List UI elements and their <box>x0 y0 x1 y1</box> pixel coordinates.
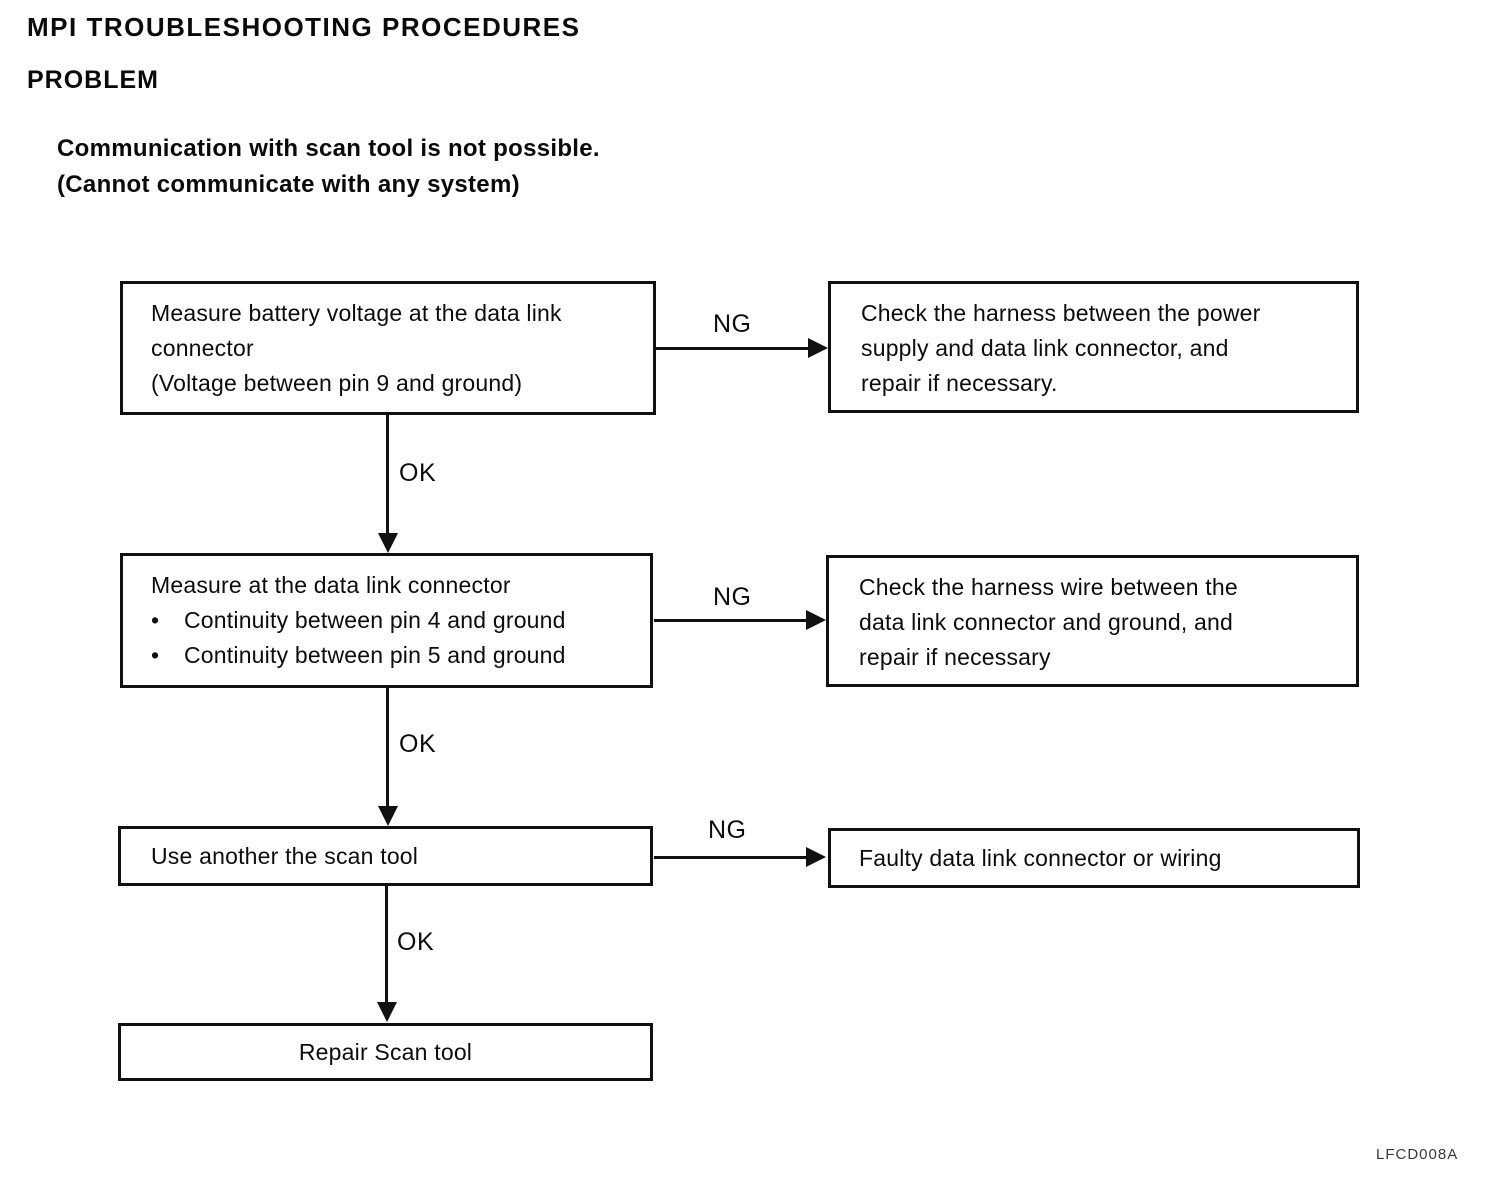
ng-label: NG <box>713 310 752 338</box>
problem-statement-line-2: (Cannot communicate with any system) <box>57 171 520 198</box>
problem-statement-line-1: Communication with scan tool is not poss… <box>57 135 600 162</box>
figure-code: LFCD008A <box>1376 1146 1459 1163</box>
box-text-line: Use another the scan tool <box>151 842 419 869</box>
ng-arrow-line-1 <box>656 347 810 350</box>
page-title: MPI TROUBLESHOOTING PROCEDURES <box>27 12 581 42</box>
box-text-line: Faulty data link connector or wiring <box>859 844 1222 871</box>
box-text-line: connector <box>151 335 254 361</box>
box-measure-continuity: Measure at the data link connector • Con… <box>120 553 653 688</box>
ok-label: OK <box>399 459 437 487</box>
bullet-icon: • <box>151 607 160 633</box>
bullet-item: • Continuity between pin 5 and ground <box>151 638 642 673</box>
box-text-line: (Voltage between pin 9 and ground) <box>151 370 523 396</box>
problem-statement: Communication with scan tool is not poss… <box>57 131 600 203</box>
ng-label: NG <box>713 583 752 611</box>
box-text-line: data link connector and ground, and <box>859 609 1233 635</box>
bullet-item-text: Continuity between pin 5 and ground <box>184 642 566 668</box>
ok-arrow-line-2 <box>386 688 389 808</box>
box-text-line: supply and data link connector, and <box>861 335 1229 361</box>
ok-label: OK <box>399 730 437 758</box>
box-text-line: Measure battery voltage at the data link <box>151 300 562 326</box>
ng-arrow-line-2 <box>654 619 808 622</box>
box-text-line: Check the harness wire between the <box>859 574 1238 600</box>
bullet-item-text: Continuity between pin 4 and ground <box>184 607 566 633</box>
arrowhead-right-icon <box>806 847 826 867</box>
bullet-item: • Continuity between pin 4 and ground <box>151 603 642 638</box>
arrowhead-down-icon <box>378 533 398 553</box>
box-text-line: Check the harness between the power <box>861 300 1261 326</box>
box-text-line: Measure at the data link connector <box>151 572 511 598</box>
box-repair-scan-tool: Repair Scan tool <box>118 1023 653 1081</box>
box-text-line: Repair Scan tool <box>298 1038 473 1065</box>
ok-arrow-line-3 <box>385 886 388 1004</box>
arrowhead-down-icon <box>377 1002 397 1022</box>
bullet-icon: • <box>151 642 160 668</box>
arrowhead-down-icon <box>378 806 398 826</box>
box-use-another-scan-tool: Use another the scan tool <box>118 826 653 886</box>
ok-label: OK <box>397 928 435 956</box>
arrowhead-right-icon <box>806 610 826 630</box>
ng-arrow-line-3 <box>654 856 808 859</box>
box-check-harness-power-supply: Check the harness between the power supp… <box>828 281 1359 413</box>
box-text-line: repair if necessary <box>859 644 1051 670</box>
box-text-line: repair if necessary. <box>861 370 1058 396</box>
box-check-harness-ground: Check the harness wire between the data … <box>826 555 1359 687</box>
ok-arrow-line-1 <box>386 415 389 535</box>
section-heading-problem: PROBLEM <box>27 66 159 94</box>
ng-label: NG <box>708 816 747 844</box>
box-measure-battery-voltage: Measure battery voltage at the data link… <box>120 281 656 415</box>
box-faulty-data-link-connector: Faulty data link connector or wiring <box>828 828 1360 888</box>
arrowhead-right-icon <box>808 338 828 358</box>
